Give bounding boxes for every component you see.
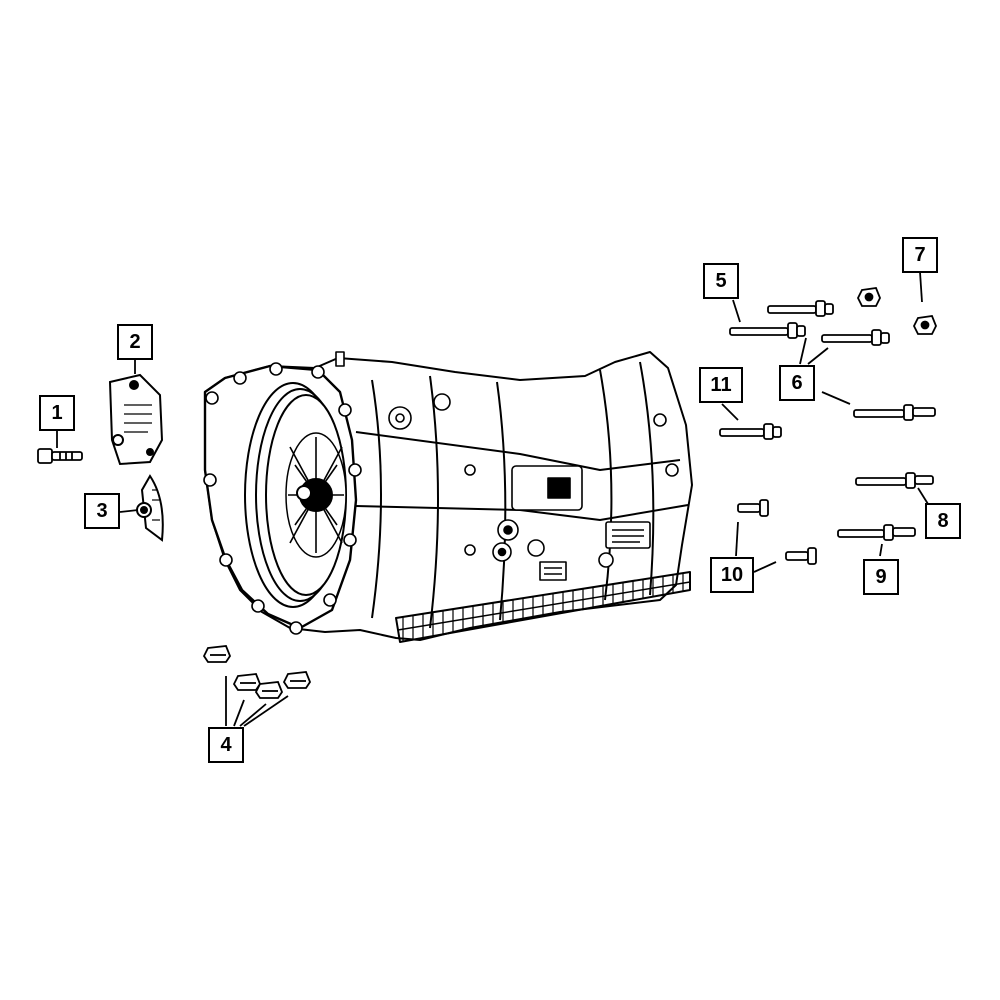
callout-3: 3 [84, 493, 120, 529]
callout-9: 9 [863, 559, 899, 595]
part-3-shield-bracket [136, 474, 164, 542]
part-2-cover-plate [108, 373, 164, 466]
part-4-nuts [202, 645, 312, 699]
part-10-bolt [737, 499, 769, 517]
part-1-bolt [37, 448, 83, 464]
part-8-bolt [855, 472, 934, 489]
callout-6: 6 [779, 365, 815, 401]
callout-7: 7 [902, 237, 938, 273]
part-10-bolt [785, 547, 817, 565]
callout-1: 1 [39, 395, 75, 431]
leader-lines [56, 271, 929, 727]
callout-8: 8 [925, 503, 961, 539]
part-6-bolt [853, 404, 936, 421]
callout-5: 5 [703, 263, 739, 299]
part-7-nut [856, 287, 881, 307]
transmission-assembly [203, 351, 693, 643]
part-6-bolt [821, 329, 890, 346]
callout-10: 10 [710, 557, 754, 593]
part-6-bolt [767, 300, 834, 317]
part-11-bolt [719, 423, 782, 440]
part-9-bolt [837, 524, 916, 541]
callout-11: 11 [699, 367, 743, 403]
callout-4: 4 [208, 727, 244, 763]
callout-2: 2 [117, 324, 153, 360]
part-7-nut [912, 315, 937, 335]
part-5-bolt [729, 322, 806, 339]
bolts-and-studs [719, 287, 937, 565]
